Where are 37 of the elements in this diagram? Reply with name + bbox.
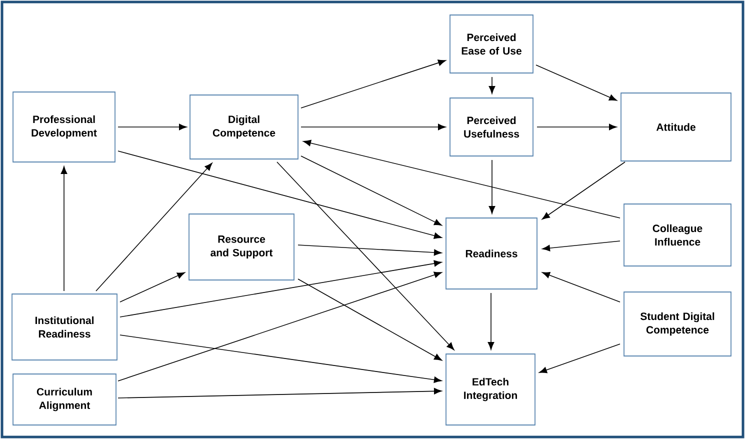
arrow (536, 124, 617, 130)
arrow (542, 240, 620, 252)
concept-box: Perceived Ease of Use (450, 14, 534, 74)
arrow (276, 162, 454, 350)
arrow (488, 76, 496, 94)
arrow (488, 160, 496, 214)
arrow (118, 272, 442, 382)
concept-box: Colleague Influence (624, 204, 732, 266)
arrow (300, 60, 446, 108)
arrow (488, 292, 494, 350)
concept-box: Digital Competence (190, 94, 298, 160)
arrow (120, 260, 442, 318)
arrow (60, 166, 68, 292)
arrow (539, 344, 620, 374)
arrow (298, 278, 442, 361)
arrow (303, 140, 620, 218)
arrow (118, 388, 442, 398)
concept-box: EdTech Integration (446, 354, 536, 426)
concept-box: Professional Development (12, 92, 116, 162)
arrow (118, 150, 442, 239)
arrow (298, 244, 442, 256)
arrow (96, 162, 212, 292)
concept-box: Readiness (446, 218, 538, 290)
arrow (118, 124, 187, 130)
concept-box: Institutional Readiness (12, 294, 118, 360)
concept-box: Student Digital Competence (624, 292, 732, 356)
arrow (542, 272, 620, 302)
arrow (120, 334, 442, 383)
concept-box: Attitude (620, 92, 732, 162)
arrow (542, 162, 626, 220)
arrow (120, 272, 185, 302)
arrow (300, 156, 442, 226)
arrow (536, 64, 617, 101)
arrow (300, 124, 446, 130)
concept-box: Resource and Support (188, 214, 294, 280)
concept-box: Curriculum Alignment (12, 374, 116, 426)
concept-box: Perceived Usefulness (450, 98, 534, 156)
